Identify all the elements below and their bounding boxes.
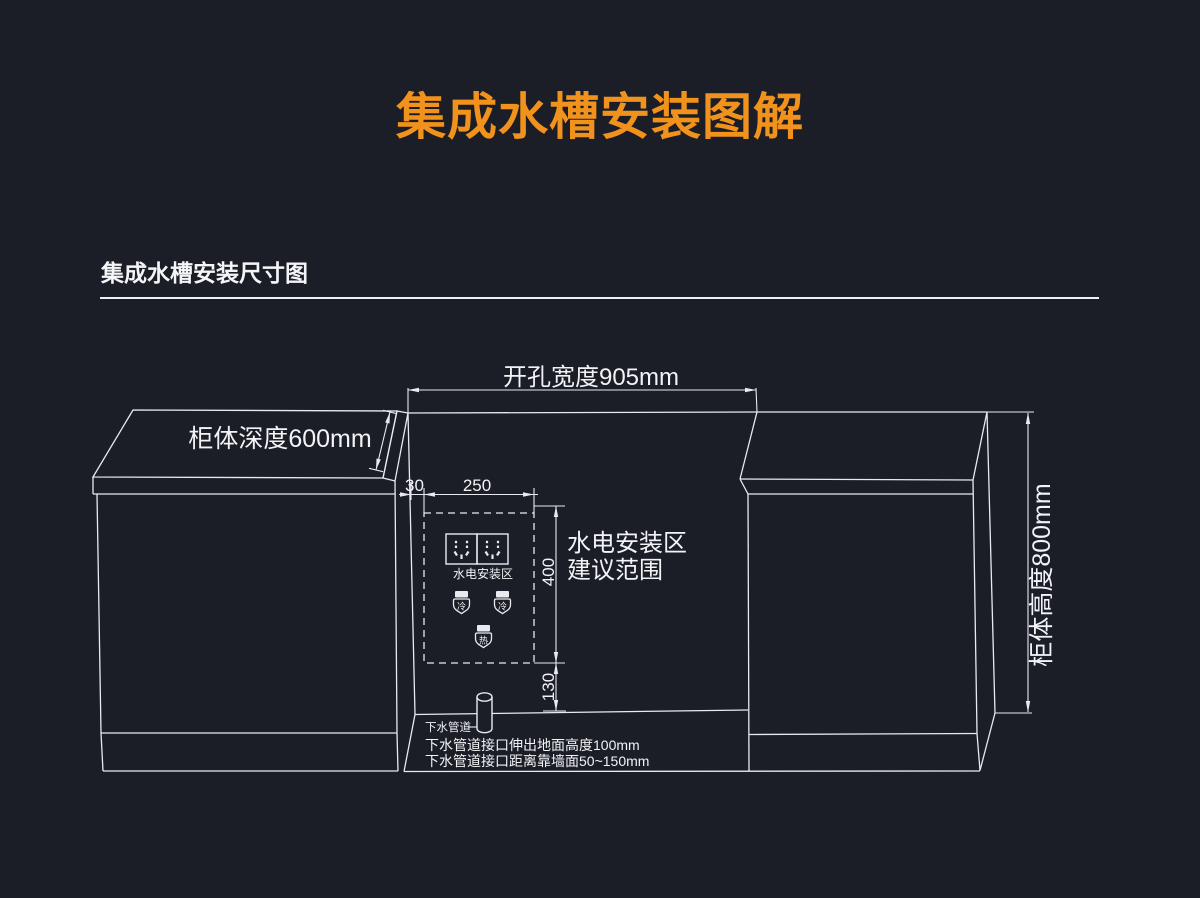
zone-offset-label: 30 (405, 476, 424, 495)
svg-text:热: 热 (479, 635, 488, 646)
dim-zone-vertical: 400 130 (534, 505, 566, 712)
hot-water-icon: 热 (474, 625, 493, 649)
section-divider (100, 297, 1099, 299)
cold-water-icon: 冷 (452, 591, 471, 615)
drain-pipe-label: 下水管道 (425, 720, 471, 734)
cabinet-height-label: 柜体高度800mm (1028, 483, 1056, 666)
svg-text:建议范围: 建议范围 (567, 557, 663, 584)
opening-width-label: 开孔宽度905mm (503, 364, 679, 391)
svg-text:冷: 冷 (498, 601, 507, 612)
right-cabinet (739, 411, 996, 772)
power-socket-right (476, 533, 509, 565)
middle-wall-panel (403, 411, 981, 773)
zone-height-label: 400 (539, 558, 558, 586)
svg-text:冷: 冷 (457, 601, 466, 612)
recommended-zone-box (423, 512, 535, 664)
zone-big-label: 水电安装区 建议范围 (567, 530, 687, 584)
dim-cabinet-depth: 柜体深度600mm (188, 409, 398, 473)
zone-width-label: 250 (463, 476, 491, 495)
dim-zone-horizontal: 30 250 (399, 476, 538, 513)
drain-note-1: 下水管道接口伸出地面高度100mm (425, 737, 640, 753)
svg-text:水电安装区: 水电安装区 (567, 530, 687, 557)
drain-pipe (476, 692, 493, 734)
drain-note-2: 下水管道接口距离靠墙面50~150mm (425, 753, 649, 769)
zone-bottom-label: 130 (539, 673, 558, 701)
dim-opening-width: 开孔宽度905mm (407, 364, 758, 413)
socket-zone-label: 水电安装区 (453, 566, 513, 581)
dim-cabinet-height: 柜体高度800mm (987, 411, 1056, 714)
section-heading: 集成水槽安装尺寸图 (101, 260, 308, 286)
page-title: 集成水槽安装图解 (396, 89, 804, 145)
power-socket-left (445, 533, 478, 565)
cabinet-depth-label: 柜体深度600mm (188, 425, 371, 453)
left-cabinet (91, 409, 409, 772)
cold-water-icon: 冷 (493, 591, 512, 615)
